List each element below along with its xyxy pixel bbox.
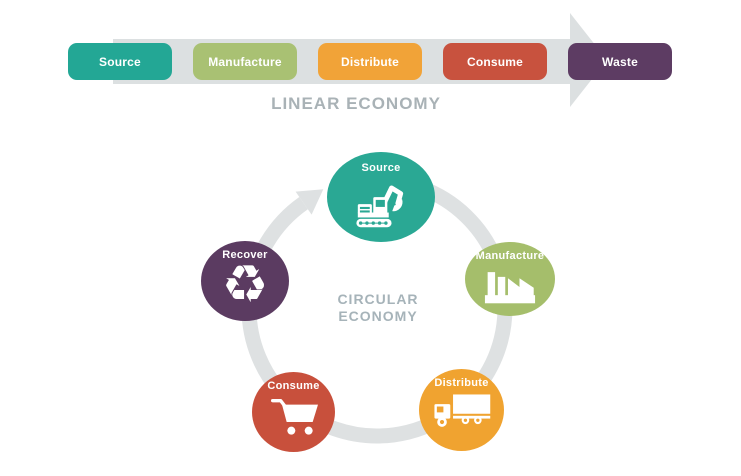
circular-stage-label: Distribute	[434, 377, 489, 389]
excavator-icon	[356, 185, 404, 228]
circular-economy-title-line2: ECONOMY	[338, 308, 418, 324]
linear-stage-label: Manufacture	[208, 54, 282, 69]
circular-stage-label: Manufacture	[475, 250, 545, 262]
circular-stage-label: Source	[361, 162, 401, 174]
linear-economy-title: LINEAR ECONOMY	[271, 94, 441, 113]
truck-icon	[433, 394, 490, 427]
factory-icon	[484, 272, 536, 304]
circular-stage-recover: Recover ♻	[201, 241, 289, 321]
linear-stage-label: Waste	[602, 54, 638, 69]
linear-stage-pill-consume: Consume	[443, 43, 547, 80]
recycle-icon: ♻	[221, 255, 269, 315]
circular-stage-distribute: Distribute	[419, 369, 504, 451]
circular-stage-manufacture: Manufacture	[465, 242, 555, 316]
cart-icon	[270, 399, 318, 435]
linear-stage-label: Distribute	[340, 54, 399, 69]
linear-stage-label: Source	[99, 54, 141, 69]
linear-stage-pill-distribute: Distribute	[318, 43, 422, 80]
linear-stage-pill-manufacture: Manufacture	[193, 43, 297, 80]
circular-economy-title: CIRCULAR ECONOMY	[316, 291, 440, 325]
circular-economy-title-line1: CIRCULAR	[337, 291, 419, 307]
linear-stage-pill-source: Source	[68, 43, 172, 80]
circular-stage-label: Recover	[222, 249, 268, 261]
linear-stage-label: Consume	[466, 54, 524, 69]
circular-stage-consume: Consume	[252, 372, 335, 452]
cycle-ring-arrowhead	[295, 189, 324, 215]
circular-stage-label: Consume	[267, 380, 320, 392]
linear-stage-pill-waste: Waste	[568, 43, 672, 80]
circular-stage-source: Source	[327, 152, 435, 242]
